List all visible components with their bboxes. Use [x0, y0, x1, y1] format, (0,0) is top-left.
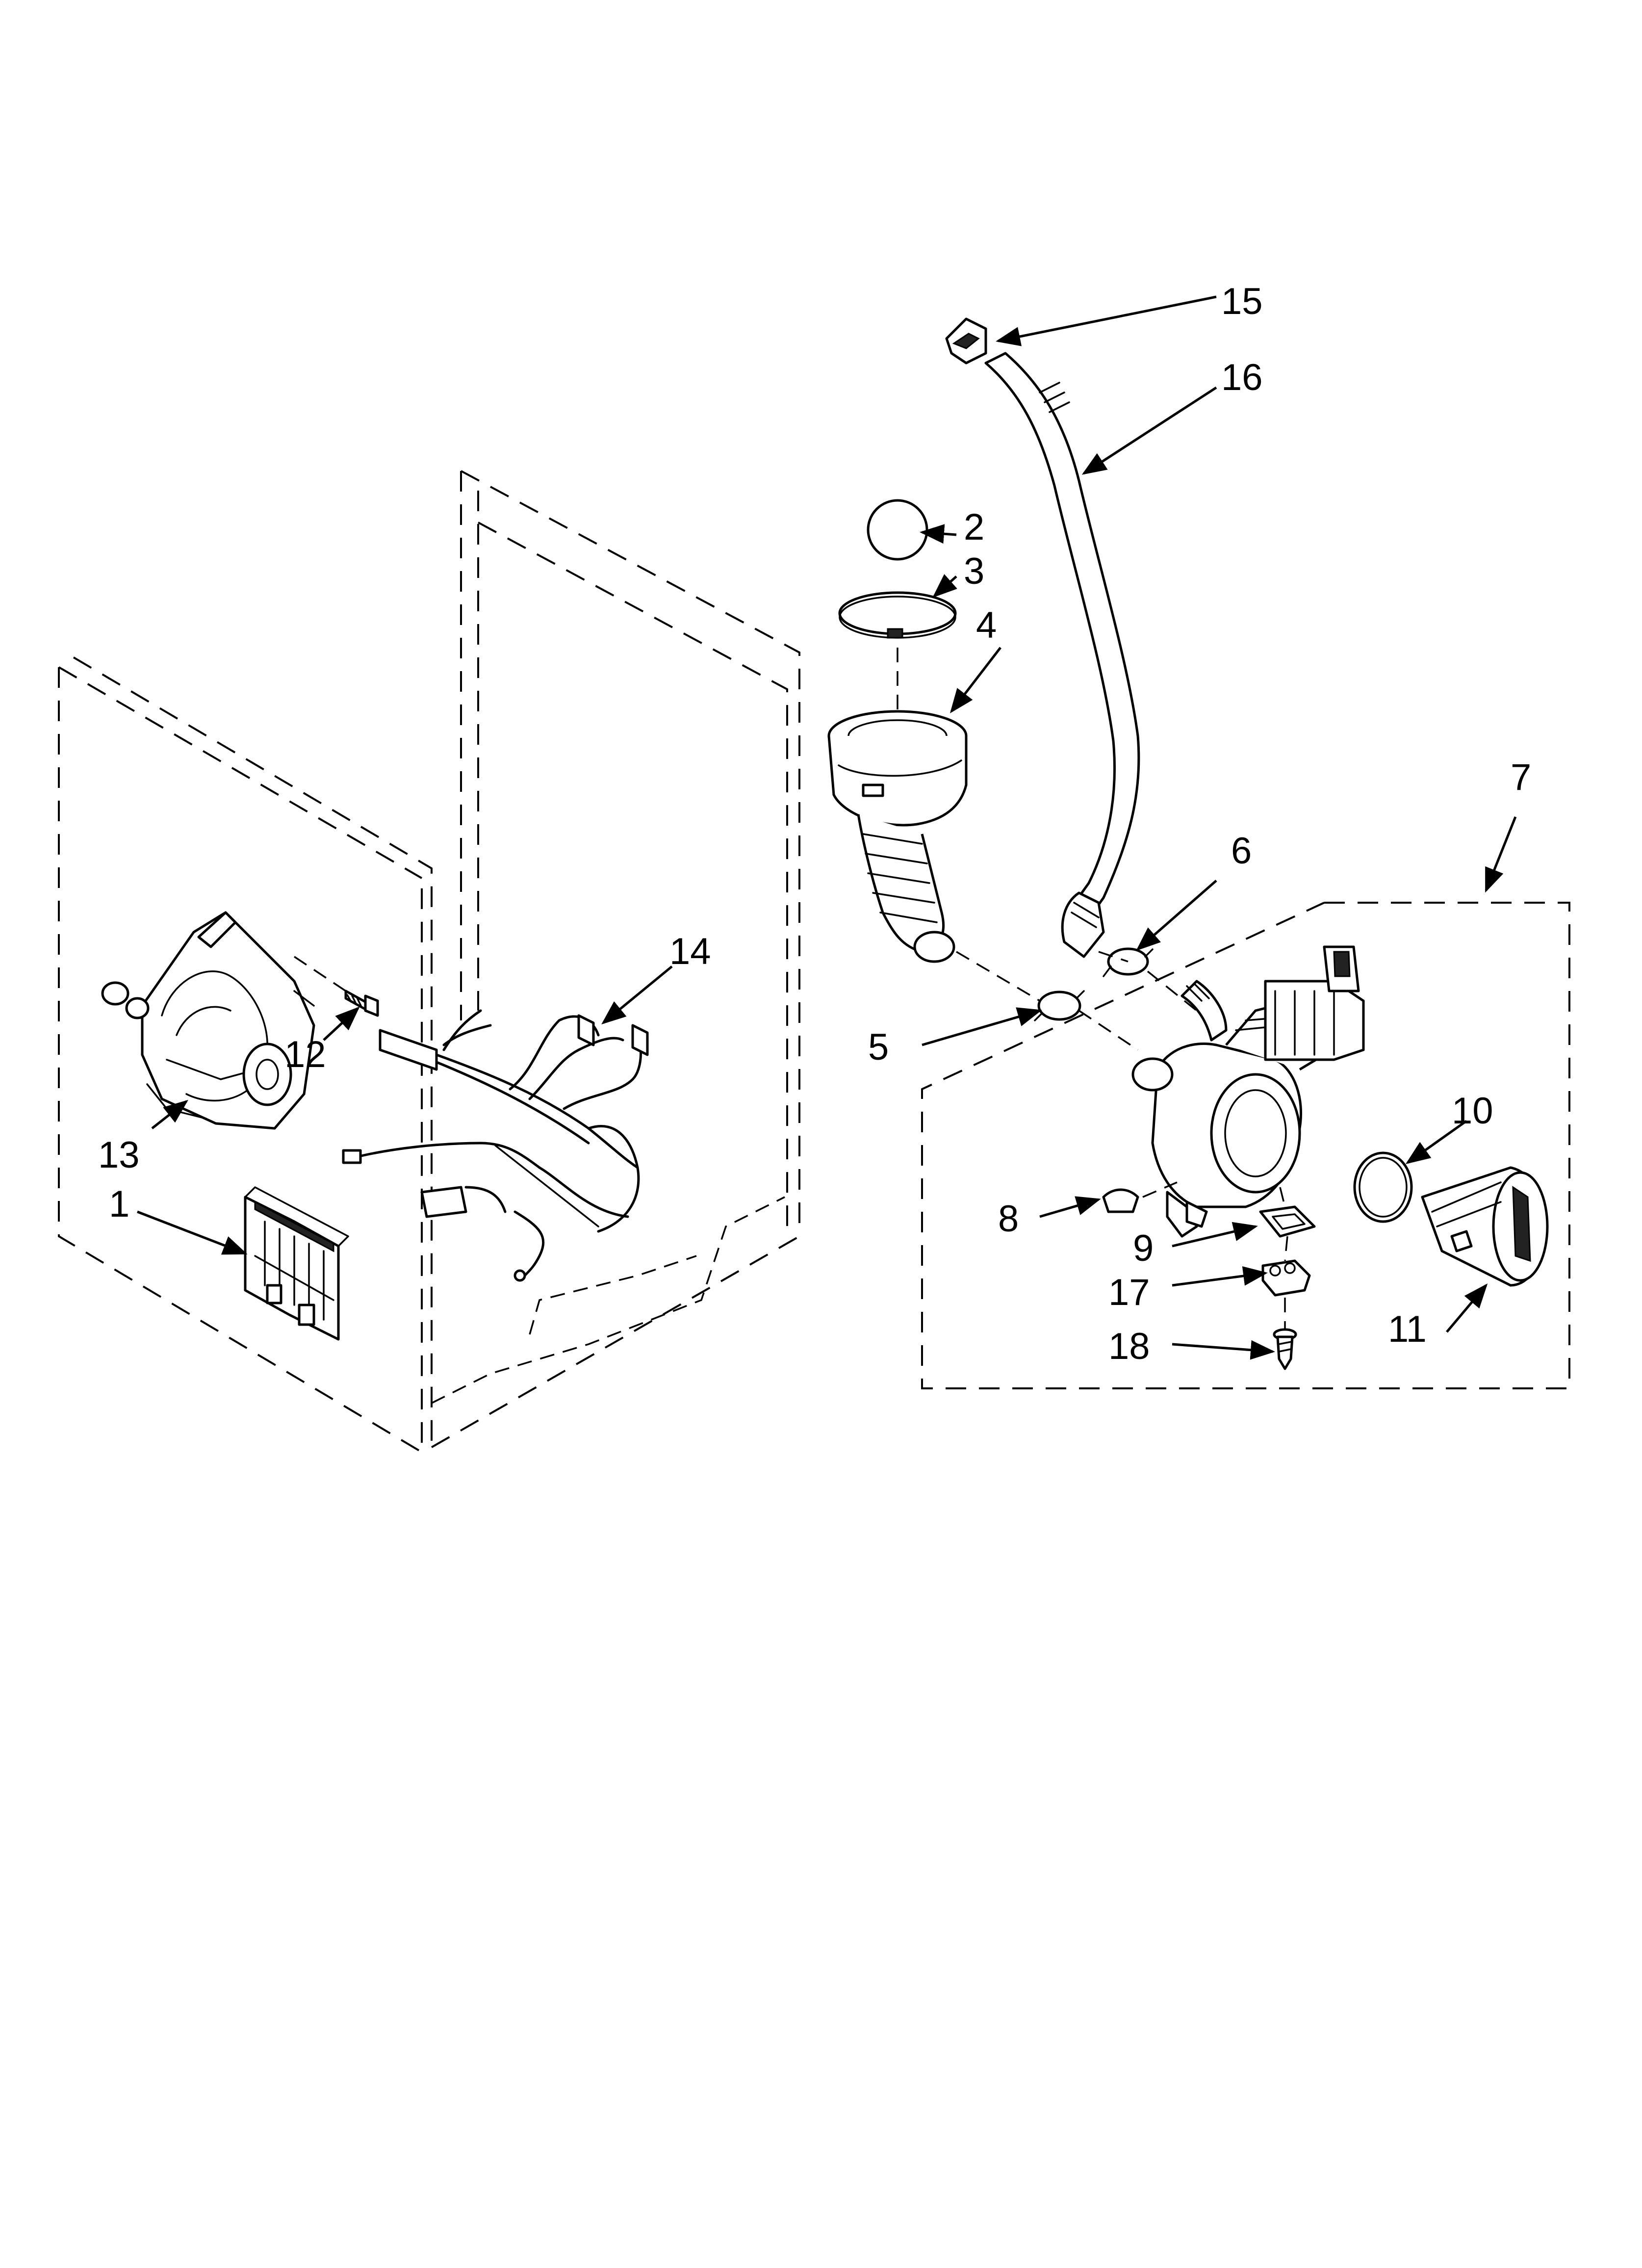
callout-15: 15	[1221, 281, 1263, 322]
tub-bellows	[827, 710, 968, 963]
pump-gasket	[1259, 1187, 1316, 1238]
cabinet-outline-right	[431, 470, 800, 1448]
callout-16: 16	[1221, 357, 1263, 398]
wire-harness	[342, 1009, 649, 1282]
callout-17: 17	[1108, 1272, 1150, 1313]
motor-bolt	[294, 956, 379, 1017]
callout-labels: 1 2 3 4 5 6 7 8 9 10 11 12 13 14 15 16 1…	[98, 281, 1531, 1367]
filter-o-ring	[1353, 1151, 1413, 1223]
callout-6: 6	[1231, 830, 1252, 872]
drain-pump	[1131, 945, 1365, 1238]
check-ball	[867, 499, 928, 561]
callout-14: 14	[669, 931, 711, 972]
callout-13: 13	[98, 1134, 140, 1176]
motor-control-board	[244, 1186, 349, 1341]
pump-assembly-outline	[921, 902, 1570, 1389]
drain-filter	[1421, 1166, 1549, 1287]
callout-11: 11	[1388, 1308, 1427, 1350]
callout-1: 1	[109, 1183, 129, 1225]
callout-12: 12	[284, 1034, 326, 1075]
callout-4: 4	[976, 604, 997, 646]
drain-hose	[984, 352, 1140, 958]
callout-leaders	[137, 295, 1517, 1360]
cabinet-outline-left	[58, 656, 433, 1454]
callout-18: 18	[1108, 1326, 1150, 1367]
pump-screw	[1273, 1298, 1297, 1370]
hose-clip	[945, 317, 987, 365]
callout-3: 3	[964, 550, 984, 592]
clamp-ring	[838, 591, 957, 711]
drive-motor	[101, 911, 315, 1130]
pump-latch	[1102, 1181, 1178, 1213]
callout-5: 5	[868, 1026, 889, 1068]
pump-bracket	[1261, 1236, 1311, 1297]
callout-9: 9	[1133, 1227, 1154, 1269]
callout-7: 7	[1511, 756, 1531, 798]
callout-8: 8	[998, 1198, 1019, 1240]
callout-10: 10	[1452, 1090, 1493, 1132]
callout-2: 2	[964, 506, 984, 548]
